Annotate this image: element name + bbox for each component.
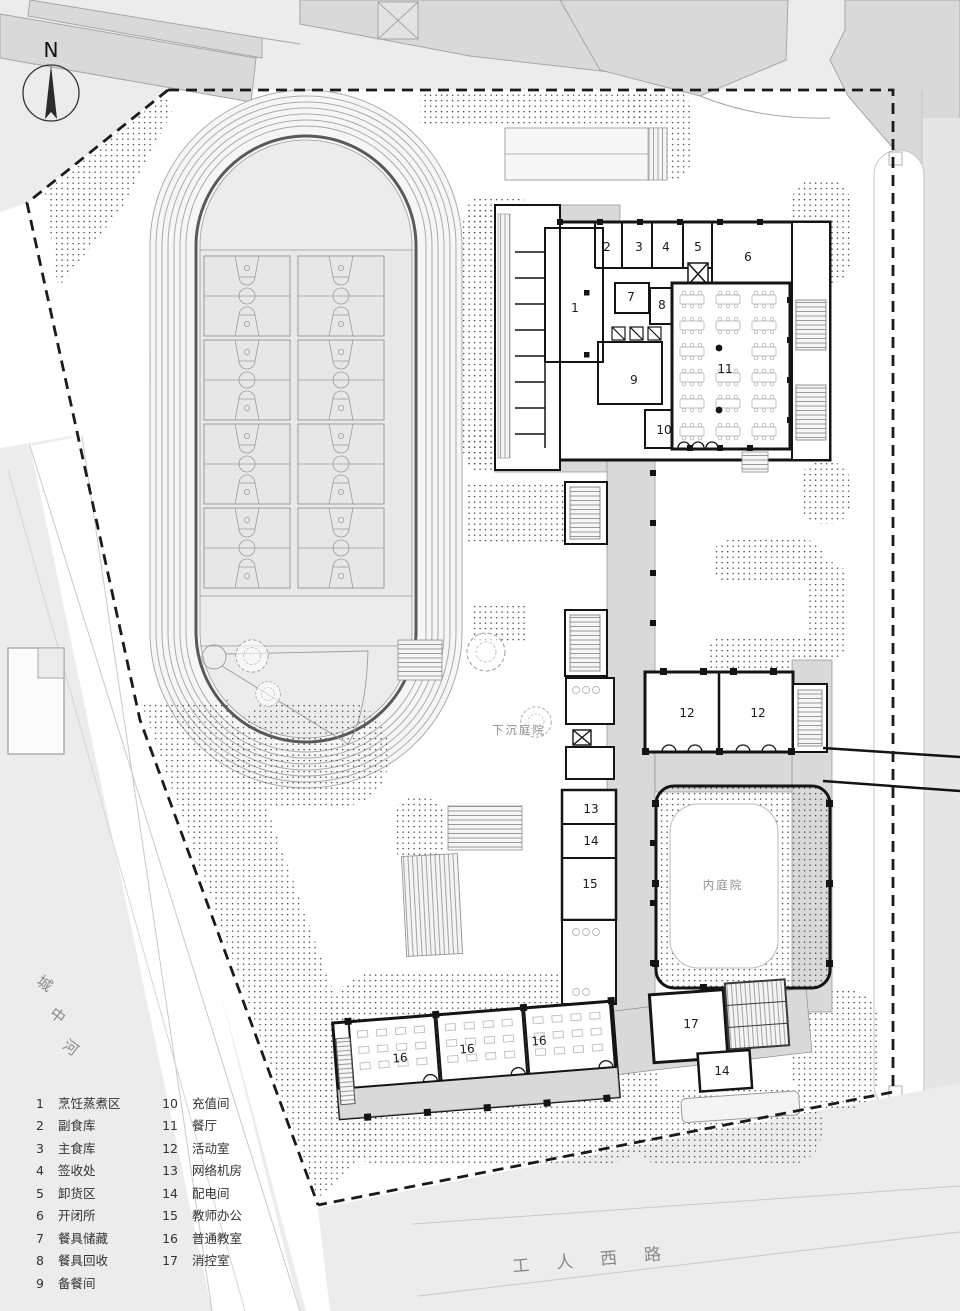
legend-label: 备餐间 bbox=[58, 1276, 96, 1291]
room-marker: 14 bbox=[583, 834, 598, 848]
room-marker: 12 bbox=[750, 706, 765, 720]
running-track bbox=[149, 89, 463, 789]
legend-label: 活动室 bbox=[192, 1141, 230, 1156]
legend-num: 10 bbox=[162, 1096, 178, 1111]
room-marker: 17 bbox=[683, 1017, 698, 1031]
site-boundary bbox=[25, 88, 895, 1207]
room-marker: 13 bbox=[583, 802, 598, 816]
legend-num: 11 bbox=[162, 1118, 178, 1133]
room-marker: 16 bbox=[531, 1033, 547, 1048]
room-marker: 15 bbox=[582, 877, 597, 891]
legend-label: 消控室 bbox=[192, 1253, 230, 1268]
legend-label: 主食库 bbox=[58, 1141, 96, 1156]
room-marker: 1 bbox=[571, 301, 579, 315]
legend-label: 配电间 bbox=[192, 1186, 230, 1201]
legend-num: 17 bbox=[162, 1253, 178, 1268]
legend-num: 7 bbox=[36, 1231, 44, 1246]
inner-courtyard-label: 内庭院 bbox=[703, 878, 744, 892]
legend-label: 烹饪蒸煮区 bbox=[58, 1096, 121, 1111]
room-marker: 2 bbox=[603, 240, 611, 254]
south-wing-building bbox=[331, 996, 621, 1121]
legend-num: 3 bbox=[36, 1141, 44, 1156]
legend-label: 普通教室 bbox=[192, 1231, 242, 1246]
legend-label: 教师办公 bbox=[192, 1208, 243, 1223]
legend-num: 5 bbox=[36, 1186, 44, 1201]
legend-num: 14 bbox=[162, 1186, 178, 1201]
legend-label: 签收处 bbox=[58, 1163, 96, 1178]
legend-label: 充值间 bbox=[192, 1096, 230, 1111]
legend-num: 15 bbox=[162, 1208, 178, 1223]
legend-num: 2 bbox=[36, 1118, 44, 1133]
legend-num: 9 bbox=[36, 1276, 44, 1291]
legend-num: 8 bbox=[36, 1253, 44, 1268]
north-arrow: N bbox=[22, 38, 80, 122]
room-marker: 7 bbox=[627, 290, 635, 304]
legend-label: 网络机房 bbox=[192, 1163, 242, 1178]
legend-num: 6 bbox=[36, 1208, 44, 1223]
room-marker: 12 bbox=[679, 706, 694, 720]
sunken-courtyard-label: 下沉庭院 bbox=[492, 723, 546, 737]
central-spine-building bbox=[560, 470, 656, 1005]
room-marker: 16 bbox=[459, 1041, 475, 1056]
room-marker: 10 bbox=[656, 423, 671, 437]
legend-num: 16 bbox=[162, 1231, 178, 1246]
legend-label: 卸货区 bbox=[58, 1186, 96, 1201]
room-marker: 14 bbox=[714, 1064, 729, 1078]
legend-num: 12 bbox=[162, 1141, 178, 1156]
room-marker: 5 bbox=[694, 240, 702, 254]
east-wing-building bbox=[642, 668, 960, 991]
room-marker: 4 bbox=[662, 240, 670, 254]
legend-label: 餐具储藏 bbox=[58, 1231, 109, 1246]
north-label: N bbox=[44, 38, 59, 62]
room-marker: 9 bbox=[630, 373, 638, 387]
legend: 1 烹饪蒸煮区 2 副食库 3 主食库 4 签收处 5 卸货区 6 开闭所 7 … bbox=[36, 1096, 242, 1291]
room-marker: 3 bbox=[635, 240, 643, 254]
west-entry-stairs bbox=[397, 127, 668, 957]
legend-label: 餐具回收 bbox=[58, 1253, 109, 1268]
room-marker: 16 bbox=[392, 1050, 408, 1065]
legend-label: 副食库 bbox=[58, 1118, 96, 1133]
north-wing-building bbox=[494, 204, 832, 473]
room-marker: 11 bbox=[717, 362, 732, 376]
legend-num: 4 bbox=[36, 1163, 44, 1178]
legend-label: 开闭所 bbox=[58, 1208, 96, 1223]
room-number-markers: 1 2 3 4 5 6 7 8 9 10 11 12 12 13 14 15 1… bbox=[392, 240, 766, 1078]
room-marker: 8 bbox=[658, 298, 666, 312]
legend-num: 13 bbox=[162, 1163, 178, 1178]
legend-num: 1 bbox=[36, 1096, 44, 1111]
legend-label: 餐厅 bbox=[192, 1118, 217, 1133]
room-marker: 6 bbox=[744, 250, 752, 264]
southeast-block bbox=[647, 978, 801, 1124]
